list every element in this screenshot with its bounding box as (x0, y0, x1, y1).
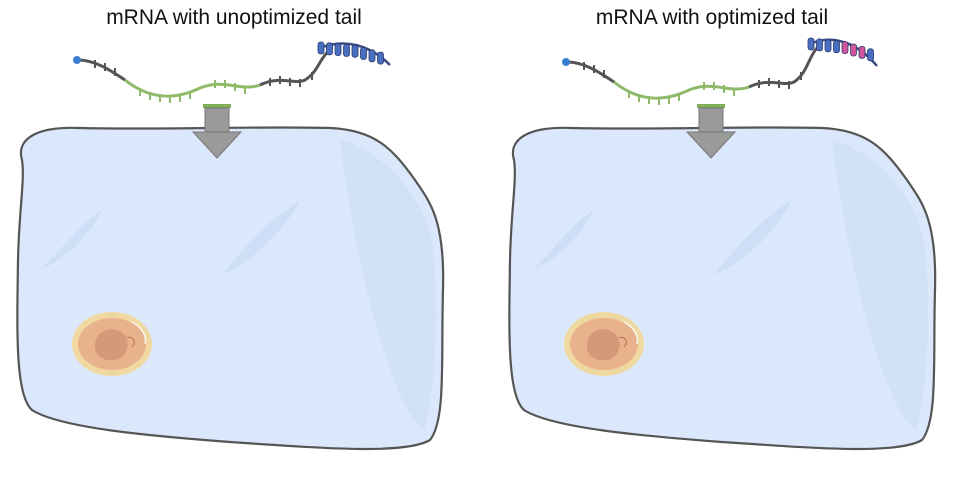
cell-sheen (532, 210, 594, 270)
three-prime-utr (259, 50, 330, 87)
tail-base-A (816, 38, 823, 52)
tail-base-A (351, 44, 359, 58)
tail-base-A (368, 49, 376, 63)
utr-ticks (94, 60, 313, 87)
tail-base-A (360, 47, 367, 60)
tail-base-A (326, 42, 333, 56)
optimized-scene (508, 37, 937, 451)
tail-base-A (867, 48, 874, 62)
five-prime-utr (566, 60, 615, 84)
mrna-strand (562, 37, 878, 105)
five-prime-cap (73, 56, 81, 64)
poly-a-tail (317, 41, 391, 66)
nucleus (72, 312, 152, 376)
nucleus (564, 312, 644, 376)
cell-sheen (714, 200, 792, 275)
panel-title: mRNA with optimized tail (595, 6, 829, 29)
tail-base-A (850, 43, 857, 57)
panel-title: mRNA with unoptimized tail (106, 6, 362, 29)
panel-optimized: mRNA with optimized tail (477, 0, 955, 499)
tail-base-A (377, 51, 384, 65)
three-prime-utr (748, 46, 819, 89)
utr-ticks (583, 62, 802, 89)
down-arrow (685, 104, 737, 159)
cell-sheen (40, 210, 102, 270)
panel-unoptimized: mRNA with unoptimized tail (16, 6, 445, 451)
unoptimized-scene (16, 41, 445, 451)
coding-ticks (139, 80, 246, 103)
five-prime-cap (562, 58, 570, 66)
tail-base-A (858, 46, 866, 59)
coding-ticks (628, 82, 735, 105)
mrna-strand (73, 41, 391, 103)
tail-base-G (841, 41, 849, 54)
tail-base-A (824, 39, 832, 53)
cell-highlight (832, 140, 929, 430)
coding-region (124, 78, 261, 98)
tail-base-A (343, 44, 350, 57)
tail-base-A (807, 37, 815, 51)
tail-base-A (334, 43, 342, 56)
tail-base-A (317, 41, 325, 55)
cell-highlight (340, 140, 437, 430)
down-arrow (191, 104, 243, 159)
cell-sheen (222, 200, 300, 275)
tail-base-A (833, 40, 840, 54)
cell (16, 126, 445, 451)
coding-region (613, 80, 750, 100)
poly-a-tail (807, 37, 878, 67)
five-prime-utr (77, 58, 126, 82)
cell (508, 126, 937, 451)
